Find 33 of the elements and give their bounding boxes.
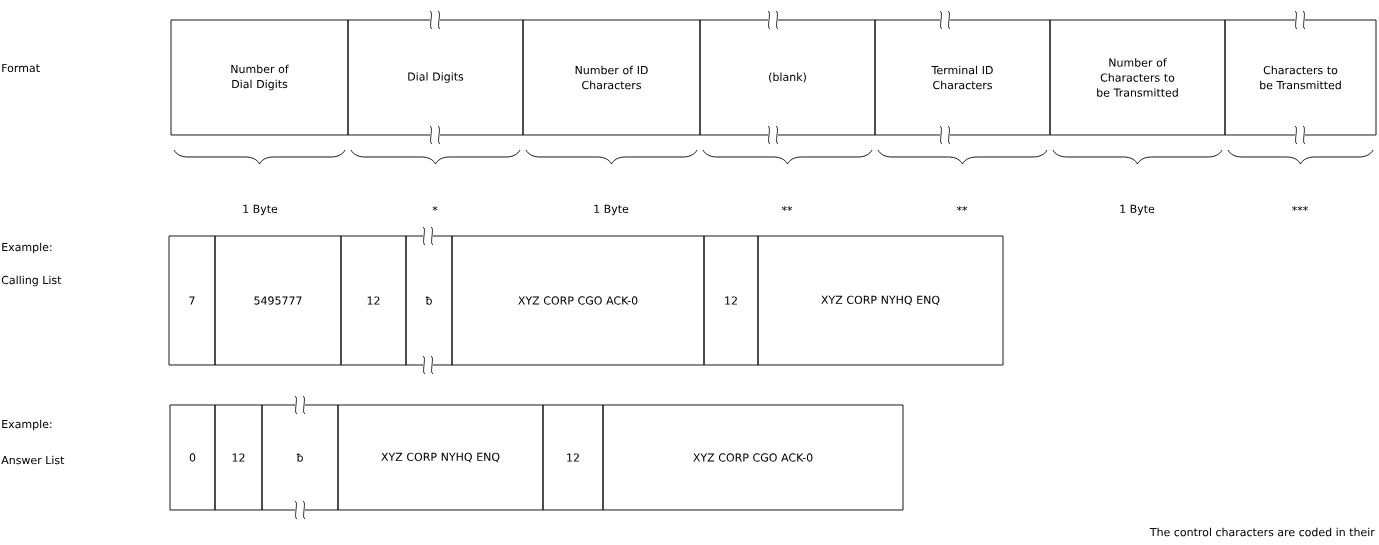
field-cell: 12 xyxy=(214,404,263,511)
field-cell: 12 xyxy=(542,404,604,511)
field-cell: 12 xyxy=(340,235,407,366)
size-label: 1 Byte xyxy=(243,204,278,216)
field-cell: Terminal ID Characters xyxy=(874,19,1051,136)
size-label: ** xyxy=(956,205,968,211)
row-label: Calling List xyxy=(1,275,62,287)
field-cell: Number of Characters to be Transmitted xyxy=(1049,19,1226,136)
field-cell: Number of Dial Digits xyxy=(170,19,349,136)
size-label: ** xyxy=(781,205,793,211)
field-cell: XYZ CORP CGO ACK-0 xyxy=(451,235,705,366)
size-label: *** xyxy=(1292,205,1308,211)
field-cell: 0 xyxy=(169,404,216,511)
note-text: The control characters are coded in their xyxy=(1149,527,1375,537)
row-label: Answer List xyxy=(1,455,65,465)
field-cell: ƀ xyxy=(405,235,453,366)
field-cell: ƀ xyxy=(261,404,339,511)
size-label: 1 Byte xyxy=(1120,204,1155,216)
field-cell: Dial Digits xyxy=(347,19,524,136)
field-cell: Number of ID Characters xyxy=(522,19,701,136)
field-cell: 7 xyxy=(168,235,216,366)
row-label: Example: xyxy=(2,419,52,431)
field-cell: XYZ CORP NYHQ ENQ xyxy=(337,404,544,511)
field-cell: 5495777 xyxy=(214,235,342,366)
size-label: 1 Byte xyxy=(594,204,629,216)
row-label: Format xyxy=(2,63,40,73)
field-cell: XYZ CORP CGO ACK-0 xyxy=(602,404,904,511)
field-cell: XYZ CORP NYHQ ENQ xyxy=(757,235,1004,366)
field-cell: Characters to be Transmitted xyxy=(1224,19,1377,136)
field-cell: 12 xyxy=(703,235,759,366)
field-cell: (blank) xyxy=(699,19,876,136)
row-label: Example: xyxy=(2,242,52,254)
size-label: * xyxy=(432,205,438,211)
